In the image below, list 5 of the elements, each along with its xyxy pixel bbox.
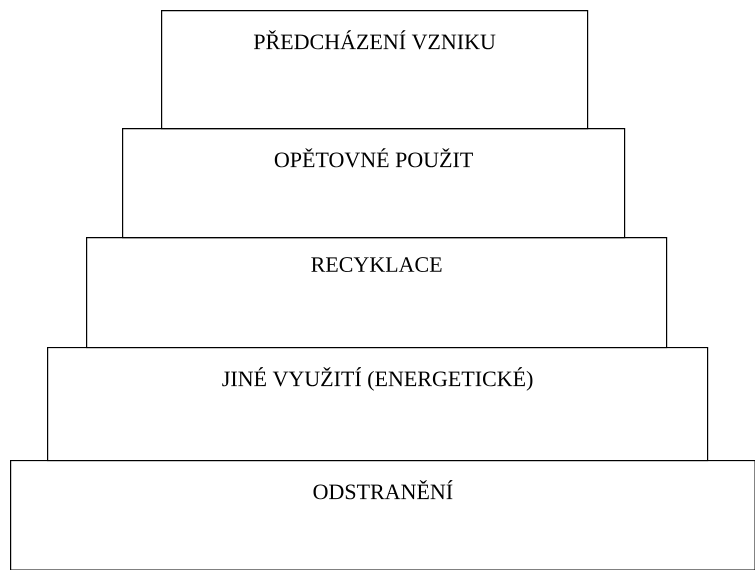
level-box: ODSTRANĚNÍ [10,460,755,570]
level-box: JINÉ VYUŽITÍ (ENERGETICKÉ) [47,346,708,462]
level-box: PŘEDCHÁZENÍ VZNIKU [161,10,588,130]
level-box: OPĚTOVNÉ POUŽIT [122,128,626,238]
level-box: RECYKLACE [86,237,668,348]
